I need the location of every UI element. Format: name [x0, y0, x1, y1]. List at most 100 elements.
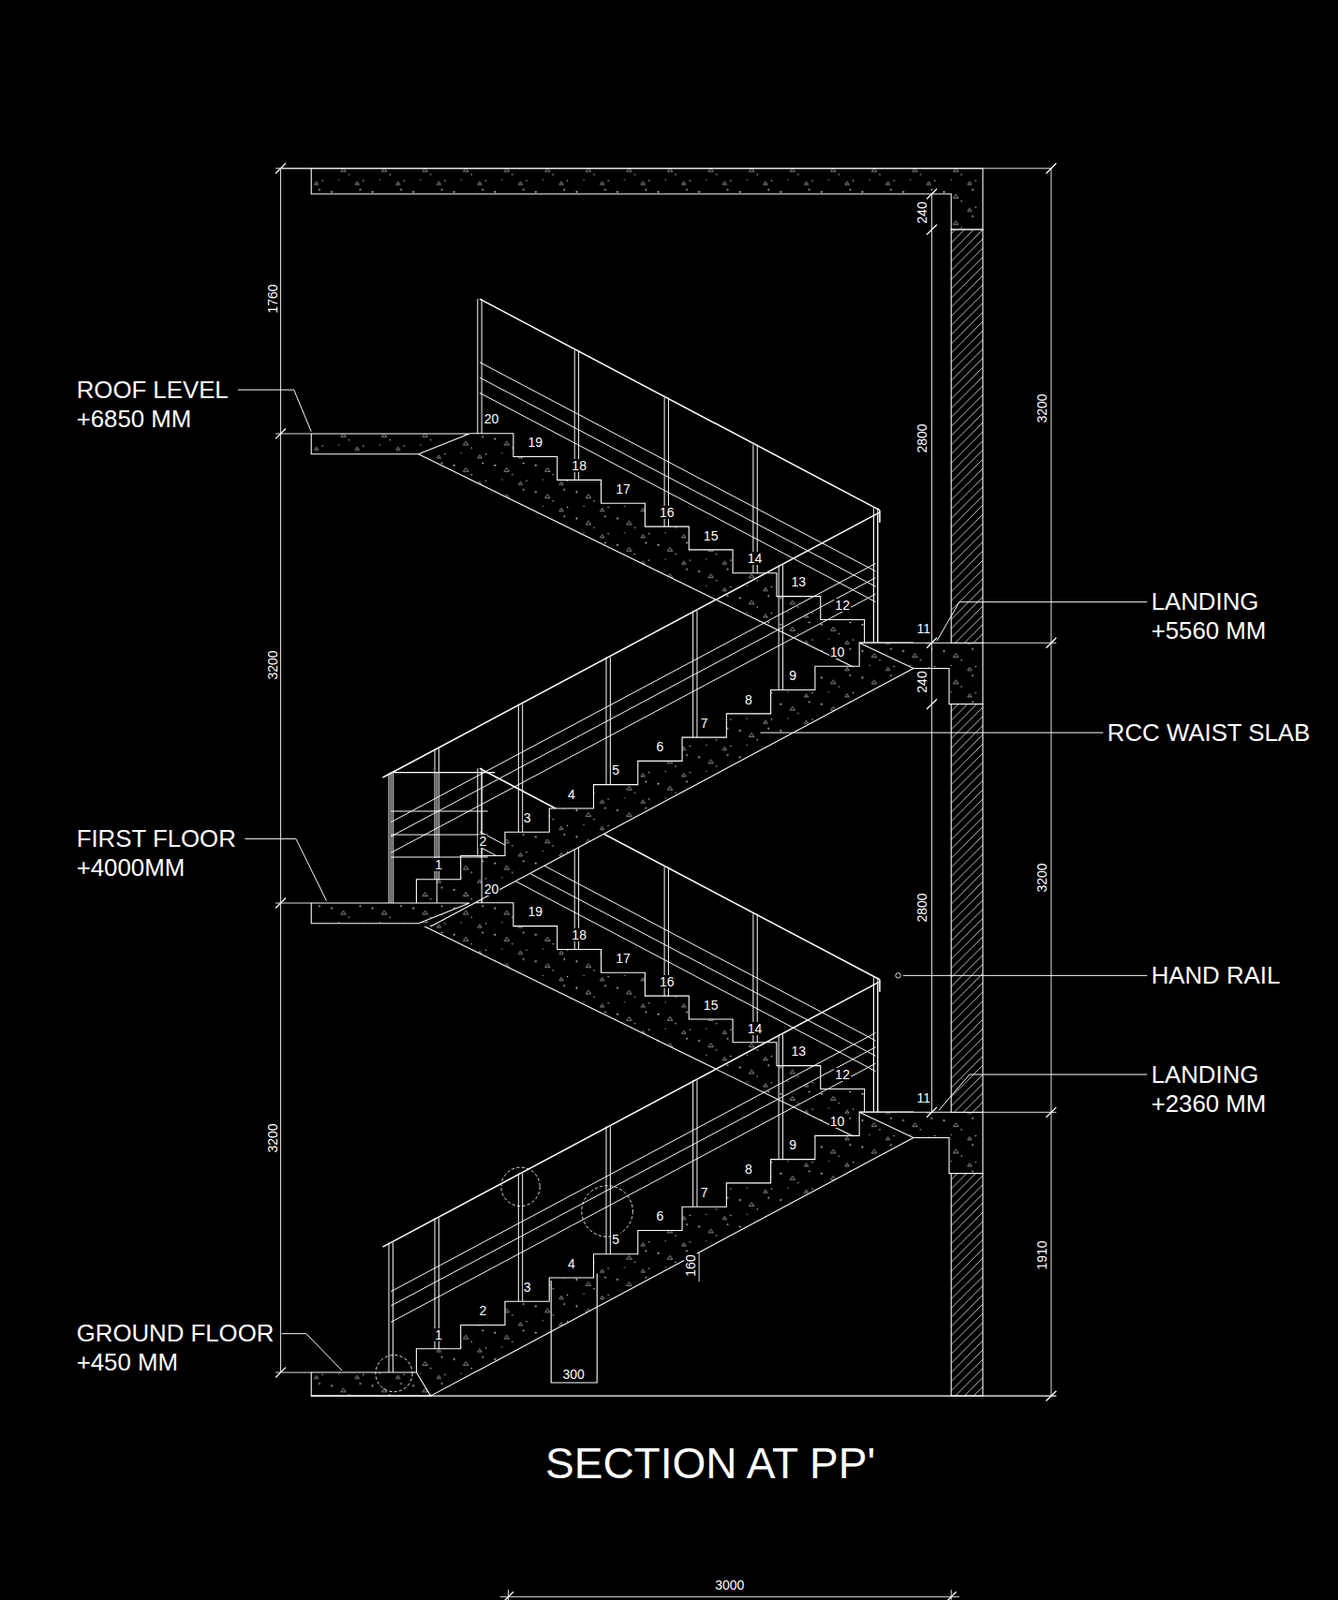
- dimension-tick: [1045, 1391, 1056, 1402]
- extension-line: [982, 642, 1056, 644]
- step-number: 1: [433, 1328, 444, 1342]
- baluster: [696, 1080, 698, 1207]
- floor-slab: [311, 1372, 431, 1397]
- baluster: [778, 1034, 780, 1160]
- step-number: 6: [655, 740, 666, 754]
- waist-slab: [416, 1112, 913, 1397]
- dimension-tick: [1045, 638, 1056, 649]
- step-number: 19: [527, 905, 545, 919]
- dimension-tick: [926, 698, 937, 710]
- baluster: [877, 977, 878, 1113]
- baluster: [388, 773, 390, 904]
- dimension-tick: [275, 163, 286, 174]
- dimension-text: 3200: [1035, 861, 1049, 894]
- mid-rail: [390, 594, 876, 853]
- step-number: 3: [522, 811, 533, 825]
- dimension-tick: [926, 189, 937, 200]
- dimension-text: 160: [683, 1252, 698, 1279]
- mid-rail: [390, 1032, 876, 1292]
- step-number: 19: [527, 435, 545, 449]
- dimension-text: 1910: [1035, 1238, 1049, 1272]
- baluster: [606, 657, 608, 786]
- step-number: 11: [915, 622, 932, 636]
- baluster: [873, 507, 875, 643]
- baluster: [388, 1242, 390, 1373]
- landing-outline: [859, 1112, 983, 1174]
- step-number: 4: [566, 1257, 577, 1271]
- dimension-line: [500, 1596, 960, 1598]
- hand-rail: [382, 512, 879, 778]
- brick-wall: [951, 1174, 983, 1397]
- frame-line: [281, 167, 1052, 169]
- dimension-line: [1050, 168, 1052, 1397]
- step-number: 17: [614, 951, 632, 966]
- dimension-text: 3200: [1035, 391, 1049, 425]
- baluster: [518, 1174, 520, 1303]
- leader-line: [244, 838, 327, 901]
- mid-rail: [390, 810, 488, 812]
- step-number: 12: [833, 1068, 851, 1082]
- waist-slab: [416, 642, 913, 927]
- extension-line: [951, 1590, 952, 1600]
- dimension-text: 3200: [266, 649, 280, 683]
- step-number: 20: [483, 882, 501, 896]
- dimension-text: 3200: [266, 1121, 280, 1155]
- step-profile: [416, 1112, 913, 1373]
- extension-line: [507, 1590, 509, 1600]
- leader-line: [936, 602, 1147, 641]
- dimension-line: [280, 168, 282, 1373]
- leader-dot: [895, 973, 901, 979]
- dimension-text: 3000: [713, 1578, 745, 1592]
- floor-slab-outline: [311, 433, 470, 455]
- mid-rail: [479, 377, 877, 587]
- mid-rail: [479, 392, 877, 602]
- step-profile: [469, 903, 865, 1114]
- mid-rail: [390, 856, 488, 858]
- leader-line: [938, 1074, 1147, 1111]
- step-number: 2: [477, 1304, 488, 1318]
- step-number: 8: [743, 693, 754, 707]
- dimension-text: 240: [915, 199, 929, 225]
- step-number: 14: [746, 551, 764, 565]
- slab-soffit: [431, 1138, 914, 1398]
- baluster: [436, 773, 438, 904]
- hand-rail: [390, 772, 495, 774]
- step-number: 20: [483, 412, 501, 426]
- material-callout: RCC WAIST SLAB: [1107, 718, 1310, 748]
- leader-line: [759, 732, 1103, 734]
- leader-line: [237, 389, 312, 432]
- dimension-tick: [926, 638, 937, 649]
- first-to-roof-storey: [382, 298, 982, 927]
- dimension-tick: [275, 429, 286, 440]
- dimension-tick: [1045, 163, 1056, 174]
- step-number: 5: [610, 763, 621, 777]
- step-number: 10: [829, 1115, 847, 1129]
- baluster: [778, 564, 780, 690]
- step-number: 15: [702, 529, 720, 543]
- dimension-tick: [1045, 1107, 1056, 1118]
- dimension-line: [931, 193, 933, 1113]
- baluster: [782, 564, 784, 690]
- mid-rail: [479, 362, 877, 572]
- step-number: 2: [477, 834, 488, 848]
- step-number: 13: [790, 575, 808, 589]
- floor-slab: [311, 433, 470, 455]
- mid-rail: [390, 563, 876, 822]
- baluster: [392, 773, 394, 904]
- floor-slab-outline: [311, 903, 470, 924]
- hand-rail: [479, 298, 880, 510]
- step-number: 18: [570, 459, 588, 473]
- baluster: [606, 1127, 608, 1255]
- step-number: 6: [655, 1209, 666, 1223]
- step-number: 13: [790, 1044, 808, 1058]
- baluster: [518, 704, 520, 833]
- level-callout: LANDING +2360 MM: [1151, 1060, 1302, 1119]
- landing-slab: [859, 1112, 983, 1174]
- step-number: 11: [915, 1091, 932, 1105]
- step-number: 10: [829, 645, 847, 659]
- ground-line: [311, 1396, 1056, 1398]
- dimension-tick: [926, 224, 937, 236]
- step-number: 1: [433, 858, 444, 872]
